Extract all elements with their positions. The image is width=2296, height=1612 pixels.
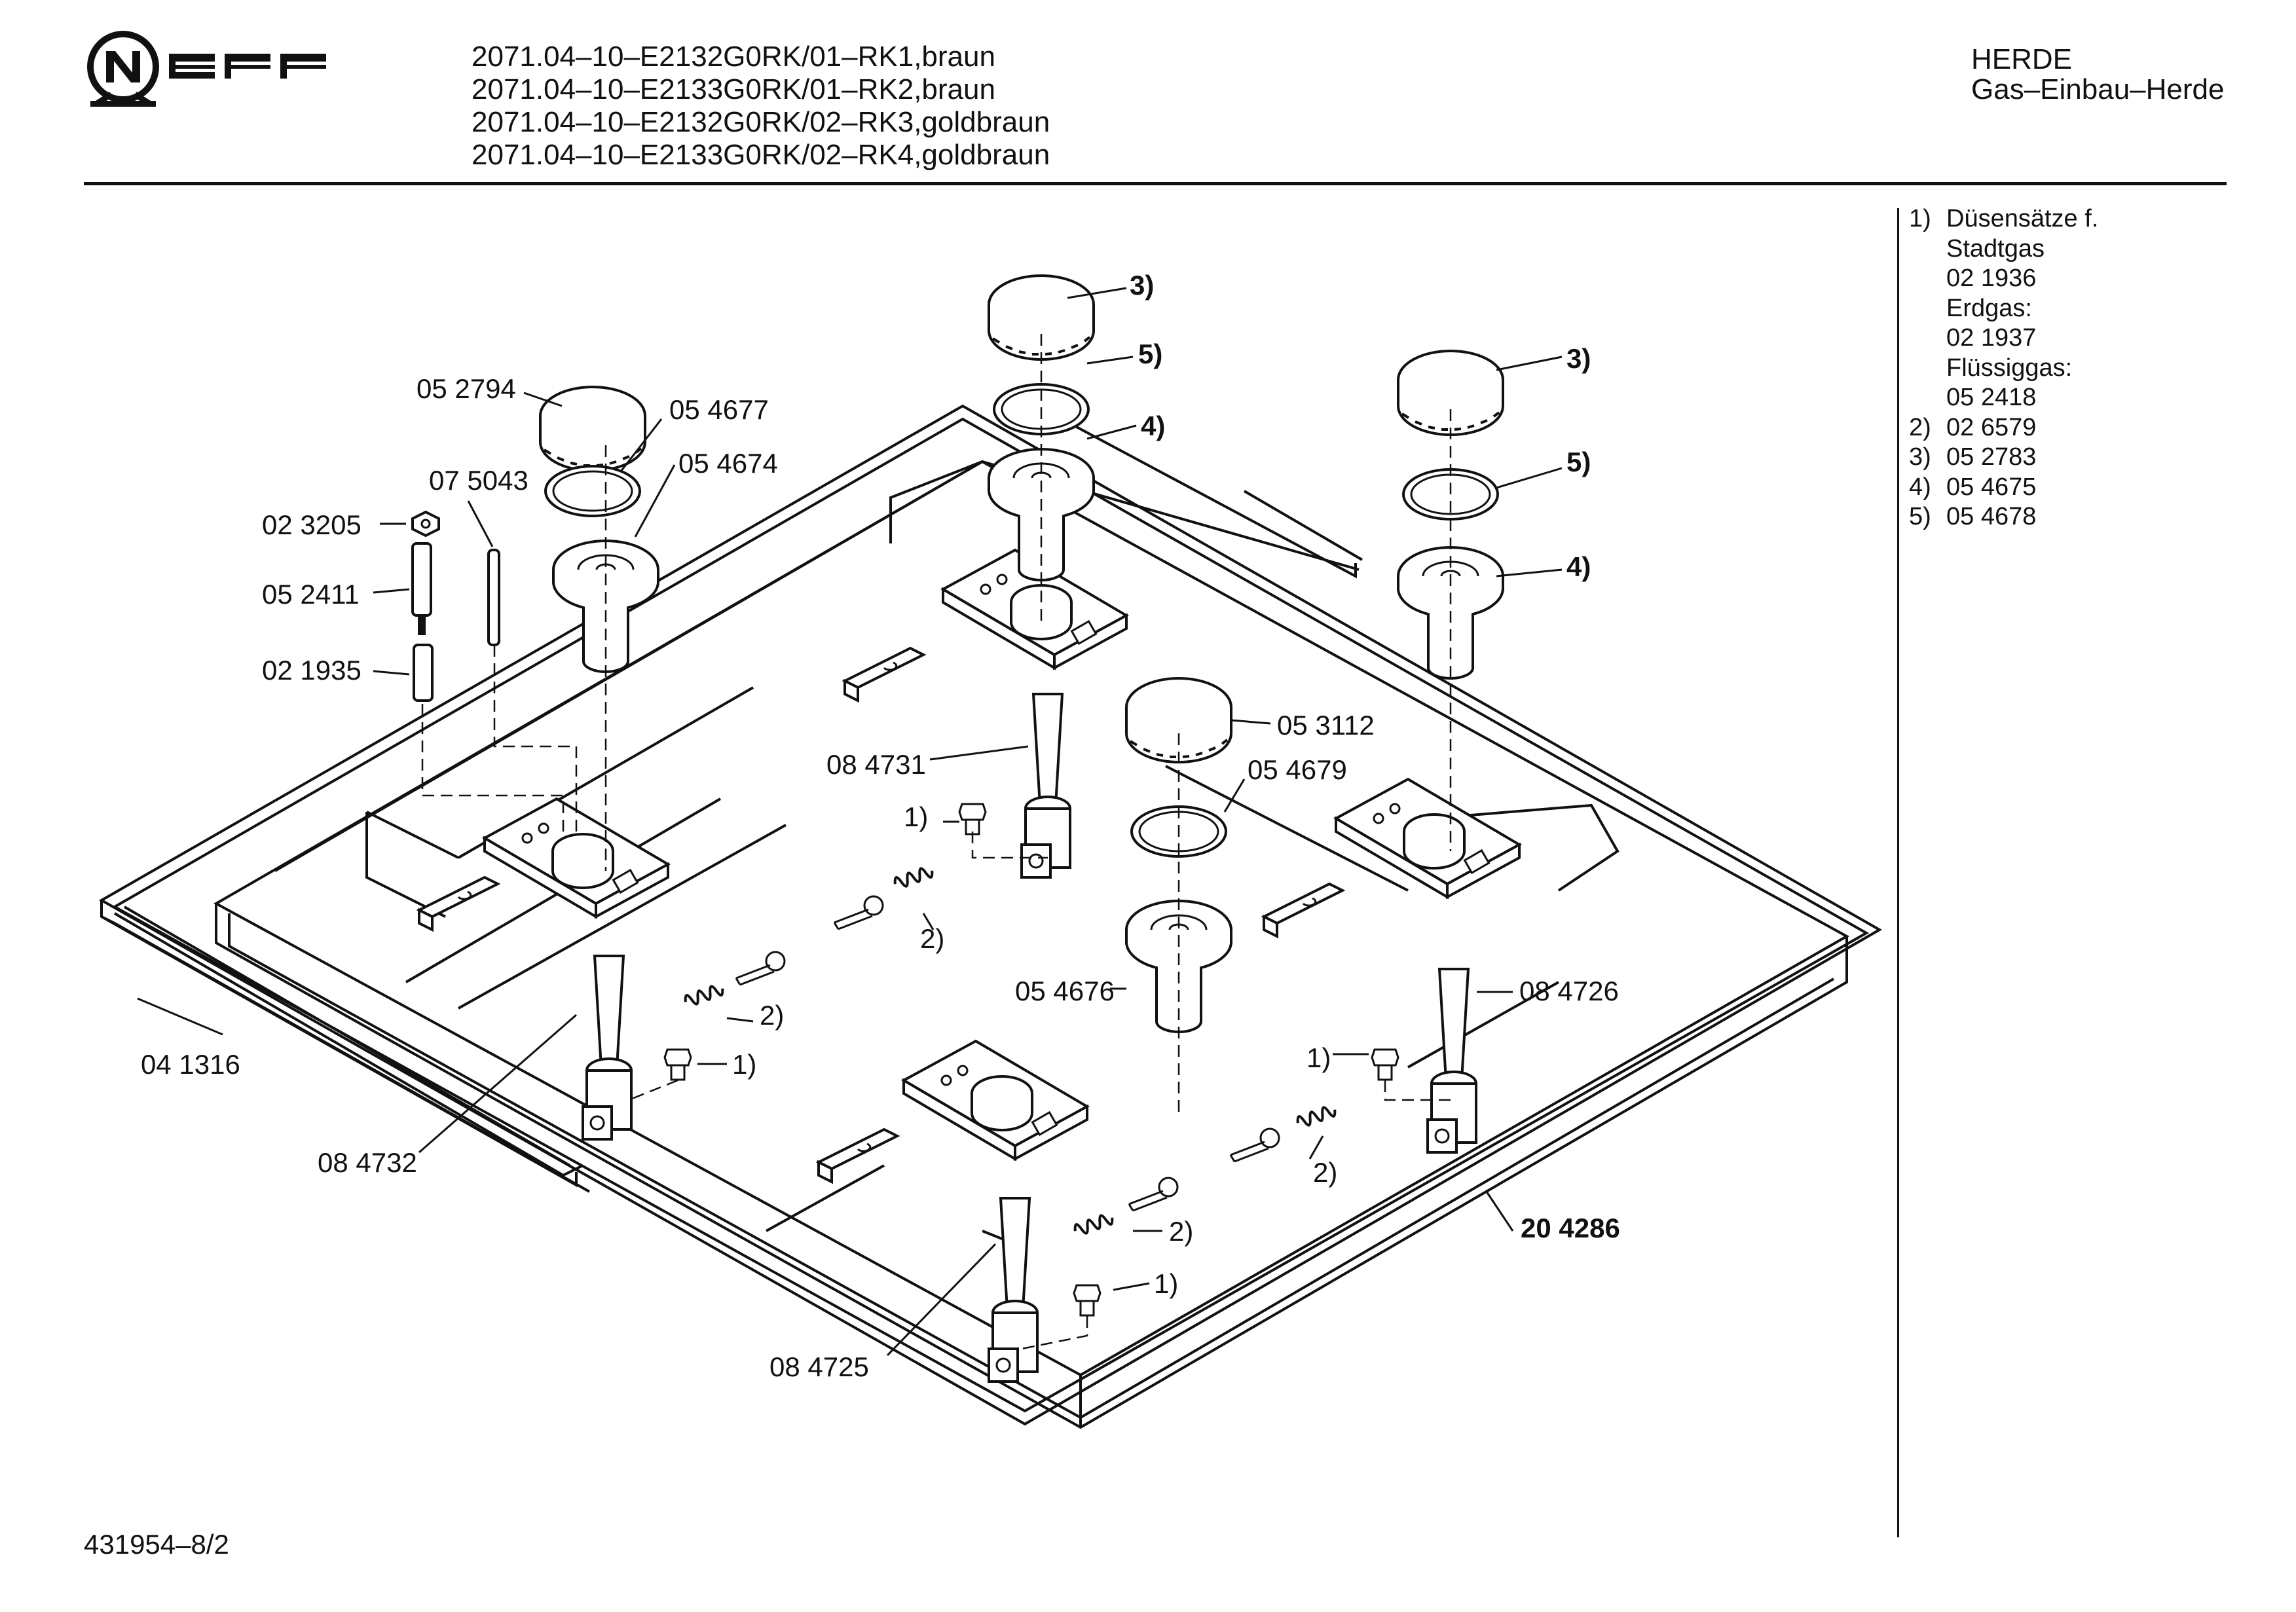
clip — [843, 647, 925, 702]
model-list: 2071.04–10–E2132G0RK/01–RK1,braun 2071.0… — [472, 41, 1050, 172]
ref-1-right: 1) — [1306, 1042, 1331, 1073]
ref-3-right: 3) — [1566, 343, 1591, 374]
label-052411: 05 2411 — [262, 579, 360, 610]
model-line-1: 2071.04–10–E2132G0RK/01–RK1,braun — [472, 41, 995, 73]
label-084732: 08 4732 — [318, 1147, 417, 1178]
legend-row: 3)05 2783 — [1909, 443, 2037, 471]
label-023205: 02 3205 — [262, 509, 361, 540]
screw — [735, 951, 786, 986]
seal-strip — [113, 906, 583, 1177]
cooktop-frame — [98, 404, 1883, 1429]
clip — [418, 876, 499, 931]
model-line-4: 2071.04–10–E2133G0RK/02–RK4,goldbraun — [472, 139, 1050, 171]
ref-5-rear: 5) — [1138, 339, 1162, 369]
burner-cap-center — [1125, 677, 1232, 763]
burner-cap-rear — [988, 274, 1095, 361]
ref-3-rear: 3) — [1130, 270, 1154, 301]
label-084726: 08 4726 — [1519, 976, 1619, 1006]
nozzle — [1371, 1048, 1399, 1081]
category-subtitle: Gas–Einbau–Herde — [1971, 73, 2225, 105]
assembly-lines — [421, 334, 1454, 1350]
label-054677: 05 4677 — [669, 394, 769, 425]
ref-2-right: 2) — [1313, 1157, 1337, 1188]
flame-ring-left — [544, 465, 641, 517]
spring — [1071, 1211, 1116, 1238]
legend-row: 4)05 4675 — [1909, 473, 2037, 501]
thermocouple-probe — [487, 549, 500, 646]
ref-4-rear: 4) — [1141, 411, 1165, 441]
gas-tube-left — [582, 955, 633, 1141]
document-number: 431954–8/2 — [84, 1529, 229, 1560]
screw — [833, 895, 884, 930]
label-075043: 07 5043 — [429, 465, 528, 496]
legend-row: 05 2418 — [1946, 384, 2037, 411]
legend-row: 2)02 6579 — [1909, 413, 2037, 441]
ignition-electrode — [411, 542, 432, 635]
legend-row: 5)05 4678 — [1909, 503, 2037, 530]
label-041316: 04 1316 — [141, 1049, 240, 1080]
model-line-2: 2071.04–10–E2133G0RK/01–RK2,braun — [472, 73, 995, 105]
label-054679: 05 4679 — [1248, 754, 1347, 785]
screw — [1229, 1127, 1280, 1163]
spring — [891, 864, 936, 891]
legend-row: Stadtgas — [1946, 234, 2045, 263]
nozzle — [958, 803, 987, 835]
spring — [682, 981, 726, 1009]
label-204286: 20 4286 — [1521, 1213, 1620, 1243]
legend-row: 02 1936 — [1946, 265, 2037, 292]
label-053112: 05 3112 — [1277, 710, 1375, 741]
model-line-3: 2071.04–10–E2132G0RK/02–RK3,goldbraun — [472, 106, 1050, 138]
label-054674: 05 4674 — [678, 448, 778, 479]
spring — [1294, 1103, 1339, 1130]
legend-row: Erdgas: — [1946, 294, 2032, 322]
clip — [817, 1128, 898, 1183]
legend-row: 1)Düsensätze f. — [1909, 205, 2099, 232]
label-021935: 02 1935 — [262, 655, 361, 686]
header-divider — [84, 182, 2227, 185]
leader-lines — [137, 287, 1563, 1357]
ref-5-right: 5) — [1566, 447, 1591, 477]
legend-row: Flüssiggas: — [1946, 354, 2073, 382]
clip — [1263, 883, 1344, 938]
category-block: HERDE Gas–Einbau–Herde — [1971, 45, 2224, 105]
gas-tube-front — [988, 1197, 1039, 1383]
ignition-nut — [411, 510, 440, 538]
nozzle — [1073, 1284, 1102, 1317]
label-084731: 08 4731 — [826, 749, 926, 780]
screw — [1128, 1177, 1179, 1212]
label-052794: 05 2794 — [417, 373, 516, 404]
neff-logo — [77, 26, 352, 115]
gas-tube-rear — [1020, 693, 1071, 879]
nozzle — [663, 1048, 692, 1081]
burner-bracket-front — [902, 1040, 1088, 1160]
burner-cap-left — [539, 386, 646, 472]
label-084725: 08 4725 — [769, 1351, 869, 1382]
ref-1-left: 1) — [732, 1049, 756, 1080]
ref-1-rear: 1) — [904, 801, 928, 832]
legend-row: 02 1937 — [1946, 324, 2037, 352]
ref-2-left: 2) — [760, 1000, 784, 1031]
ref-2-front: 2) — [1169, 1216, 1193, 1247]
ref-1-front: 1) — [1154, 1268, 1178, 1299]
label-054676: 05 4676 — [1015, 976, 1115, 1006]
ref-2-rear: 2) — [920, 923, 944, 954]
burner-bracket-right — [1335, 778, 1521, 898]
category-title: HERDE — [1971, 43, 2073, 75]
parts-legend: 1)Düsensätze f. Stadtgas 02 1936 Erdgas:… — [1909, 204, 2098, 532]
ignition-sleeve — [413, 644, 434, 702]
gas-tube-right — [1426, 968, 1477, 1154]
legend-divider — [1897, 208, 1899, 1537]
ref-4-right: 4) — [1566, 551, 1591, 582]
burner-cap-right — [1397, 350, 1504, 436]
burner-bracket-left — [483, 797, 669, 918]
